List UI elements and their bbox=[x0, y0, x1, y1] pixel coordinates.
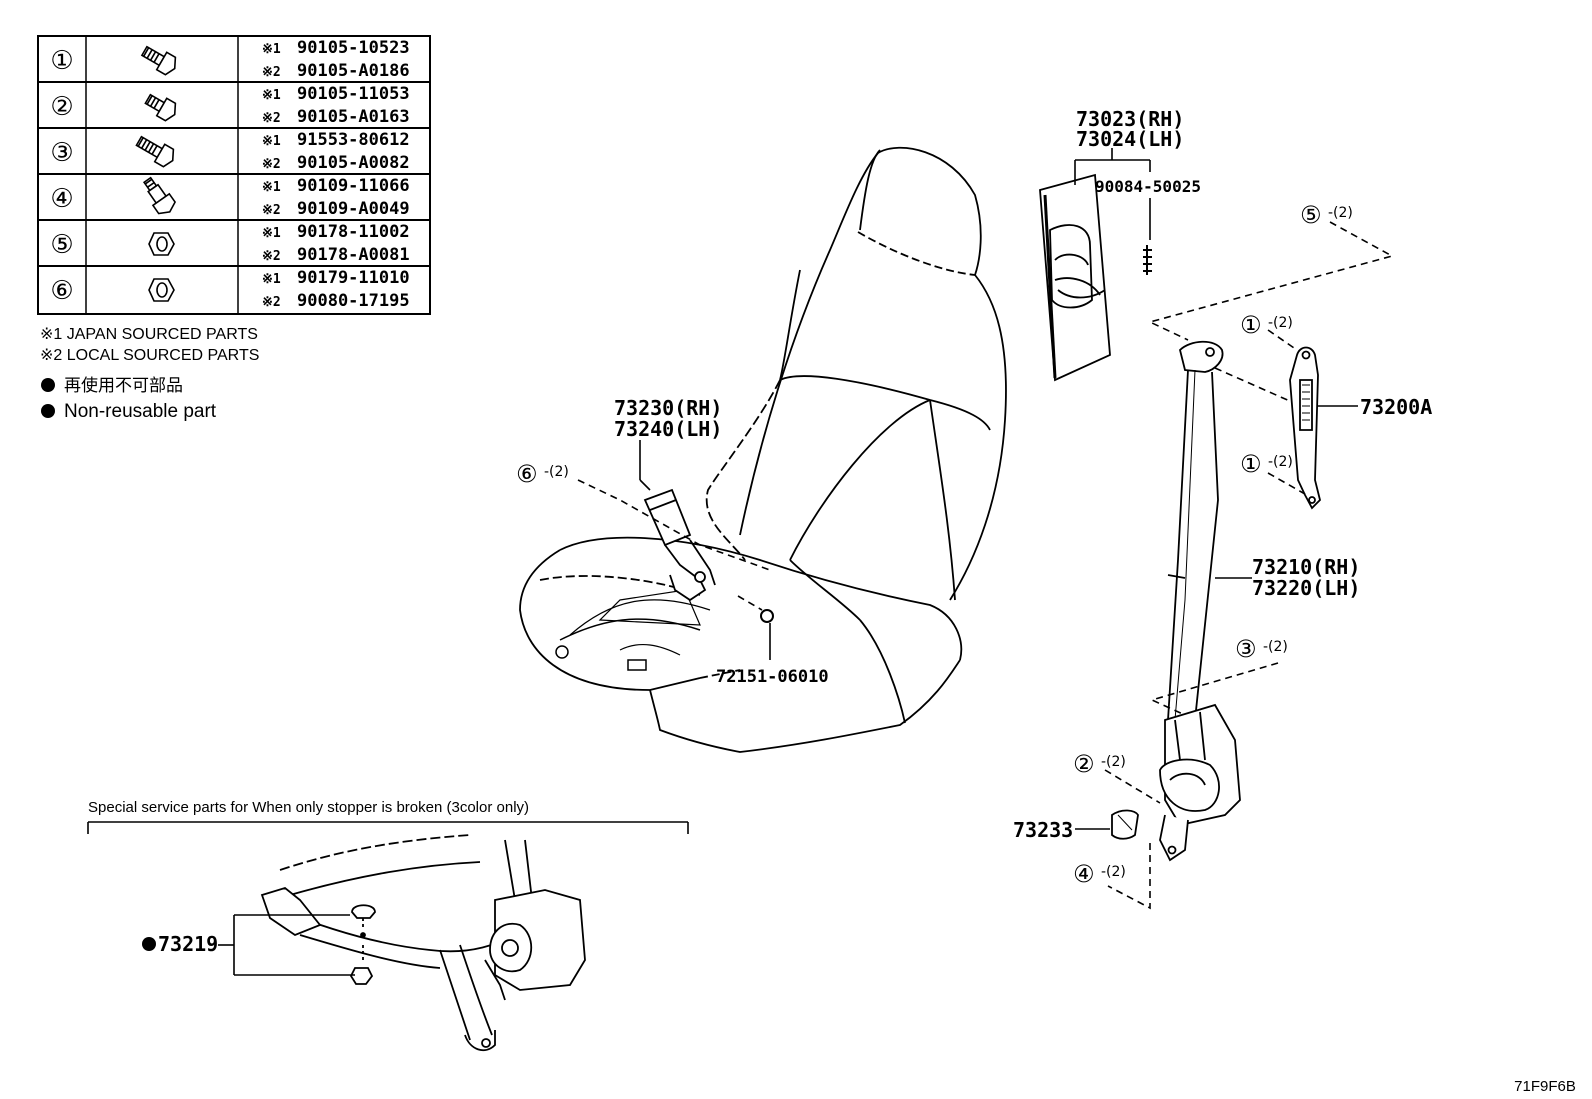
part-number-jp: 90105-10523 bbox=[297, 38, 410, 58]
part-number-local: 90105-A0163 bbox=[297, 107, 410, 127]
leader-dashed bbox=[737, 595, 763, 611]
part-number-local: 90178-A0081 bbox=[297, 245, 410, 265]
local-mark: ※2 bbox=[262, 65, 281, 80]
part-label: 73230(RH) bbox=[614, 396, 722, 420]
legend-non-reusable-en: Non-reusable part bbox=[64, 401, 217, 422]
callout-number: ⑤ bbox=[1300, 201, 1322, 229]
cover-cap bbox=[1111, 809, 1139, 840]
bolt-icon bbox=[144, 93, 177, 122]
non-reusable-dot-icon bbox=[41, 404, 55, 418]
leader-dashed bbox=[1107, 843, 1151, 910]
callout-qty: -(2) bbox=[1268, 454, 1293, 470]
leader-dashed bbox=[1147, 221, 1395, 341]
pillar-trim bbox=[1039, 173, 1111, 382]
part-number-jp: 91553-80612 bbox=[297, 130, 410, 150]
legend-jp-sourced: ※1 JAPAN SOURCED PARTS bbox=[40, 326, 258, 343]
jp-mark: ※1 bbox=[262, 272, 281, 287]
height-adjuster bbox=[1289, 346, 1321, 510]
part-number-local: 90105-A0082 bbox=[297, 153, 410, 173]
part-number-jp: 90109-11066 bbox=[297, 176, 410, 196]
leader-dashed bbox=[1267, 329, 1298, 351]
callout-number: ④ bbox=[1073, 860, 1095, 888]
local-mark: ※2 bbox=[262, 249, 281, 264]
jp-mark: ※1 bbox=[262, 42, 281, 57]
jp-mark: ※1 bbox=[262, 134, 281, 149]
part-label: 72151-06010 bbox=[716, 667, 829, 687]
row-number: ② bbox=[50, 92, 73, 122]
nut-icon bbox=[148, 232, 175, 256]
special-service-note: Special service parts for When only stop… bbox=[88, 799, 529, 816]
row-number: ⑤ bbox=[50, 230, 73, 260]
callout-number: ⑥ bbox=[516, 460, 538, 488]
row-number: ③ bbox=[50, 138, 73, 168]
row-number: ① bbox=[50, 46, 73, 76]
leader-dashed bbox=[1104, 769, 1161, 804]
callout-qty: -(2) bbox=[1101, 754, 1126, 770]
callout-qty: -(2) bbox=[1263, 639, 1288, 655]
leader-dashed bbox=[1214, 367, 1293, 403]
row-number: ④ bbox=[50, 184, 73, 214]
part-label: 73023(RH) bbox=[1076, 107, 1184, 131]
callout-number: ① bbox=[1240, 450, 1262, 478]
callout-number: ② bbox=[1073, 750, 1095, 778]
part-number-local: 90109-A0049 bbox=[297, 199, 410, 219]
part-label: 73233 bbox=[1013, 818, 1073, 842]
local-mark: ※2 bbox=[262, 203, 281, 218]
nut-icon bbox=[148, 278, 175, 302]
part-label: 73210(RH) bbox=[1252, 555, 1360, 579]
legend-local-sourced: ※2 LOCAL SOURCED PARTS bbox=[40, 347, 259, 364]
seat-belt-buckle bbox=[643, 488, 716, 602]
part-number-jp: 90178-11002 bbox=[297, 222, 410, 242]
jp-mark: ※1 bbox=[262, 88, 281, 103]
callout-qty: -(2) bbox=[1328, 205, 1353, 221]
part-number-local: 90080-17195 bbox=[297, 291, 410, 311]
bolt-icon bbox=[140, 45, 177, 76]
legend-non-reusable-jp: 再使用不可部品 bbox=[64, 375, 183, 396]
part-label: 73219 bbox=[158, 932, 218, 956]
seat-drawing bbox=[519, 146, 1007, 753]
clip-icon bbox=[1143, 245, 1152, 275]
part-label: 73240(LH) bbox=[614, 417, 722, 441]
non-reusable-dot-icon bbox=[41, 378, 55, 392]
local-mark: ※2 bbox=[262, 295, 281, 310]
jp-mark: ※1 bbox=[262, 226, 281, 241]
callout-qty: -(2) bbox=[1268, 315, 1293, 331]
part-label: 73200A bbox=[1360, 395, 1432, 419]
non-reusable-dot-icon bbox=[142, 937, 156, 951]
legend: ※1 JAPAN SOURCED PARTS ※2 LOCAL SOURCED … bbox=[40, 326, 259, 422]
row-number: ⑥ bbox=[50, 276, 73, 306]
local-mark: ※2 bbox=[262, 111, 281, 126]
part-label: 73220(LH) bbox=[1252, 576, 1360, 600]
stopper-detail bbox=[260, 834, 586, 1052]
part-label: 73024(LH) bbox=[1076, 127, 1184, 151]
part-number-jp: 90105-11053 bbox=[297, 84, 410, 104]
callout-number: ③ bbox=[1235, 635, 1257, 663]
seat-belt-assembly bbox=[1159, 340, 1241, 862]
callout-qty: -(2) bbox=[544, 464, 569, 480]
shoulder-bolt-icon bbox=[142, 176, 177, 215]
bolt-icon bbox=[135, 135, 175, 168]
washer-icon bbox=[760, 609, 774, 623]
local-mark: ※2 bbox=[262, 157, 281, 172]
callout-qty: -(2) bbox=[1101, 864, 1126, 880]
parts-table bbox=[37, 35, 431, 315]
part-number-local: 90105-A0186 bbox=[297, 61, 410, 81]
part-number-jp: 90179-11010 bbox=[297, 268, 410, 288]
jp-mark: ※1 bbox=[262, 180, 281, 195]
figure-code: 71F9F6B bbox=[1514, 1078, 1576, 1095]
callout-number: ① bbox=[1240, 311, 1262, 339]
part-label: 90084-50025 bbox=[1095, 177, 1201, 196]
leader-line bbox=[639, 479, 651, 491]
